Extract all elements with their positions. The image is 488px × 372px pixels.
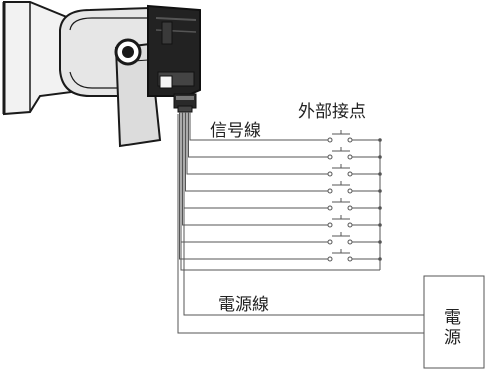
junction-dot bbox=[378, 189, 382, 193]
junction-dot bbox=[378, 206, 382, 210]
junction-dot bbox=[378, 257, 382, 261]
signal-wire bbox=[186, 112, 328, 175]
signal-line-label: 信号線 bbox=[210, 121, 261, 141]
signal-wire bbox=[180, 112, 328, 243]
switch-contact-icon bbox=[327, 181, 353, 194]
switch-contact-icon bbox=[327, 147, 353, 160]
power-line-label: 電源線 bbox=[218, 295, 269, 315]
power-wire-upper bbox=[183, 114, 424, 316]
horn-speaker-icon bbox=[2, 1, 201, 148]
switch-contact-icon bbox=[327, 232, 353, 245]
junction-dot bbox=[378, 172, 382, 176]
junction-dot bbox=[378, 240, 382, 244]
signal-wire bbox=[188, 112, 328, 158]
junction-dot bbox=[378, 155, 382, 159]
switch-contact-icon bbox=[327, 249, 353, 262]
signal-wire bbox=[185, 112, 328, 192]
power-supply-label-1: 電 bbox=[444, 308, 461, 328]
switch-contact-icon bbox=[327, 164, 353, 177]
power-wire-lower bbox=[177, 114, 424, 334]
power-wiring bbox=[177, 114, 424, 334]
signal-wire bbox=[182, 112, 328, 226]
switch-contact-icon bbox=[327, 198, 353, 211]
signal-wire bbox=[179, 112, 328, 260]
power-supply-box bbox=[423, 275, 485, 369]
switch-contact-icon bbox=[327, 130, 353, 143]
signal-wire bbox=[189, 112, 328, 141]
switch-contact-icon bbox=[327, 215, 353, 228]
signal-wiring bbox=[179, 112, 382, 271]
junction-dot bbox=[378, 138, 382, 142]
external-contacts-label: 外部接点 bbox=[298, 102, 366, 122]
power-supply-label-2: 源 bbox=[444, 328, 461, 348]
junction-dot bbox=[378, 223, 382, 227]
